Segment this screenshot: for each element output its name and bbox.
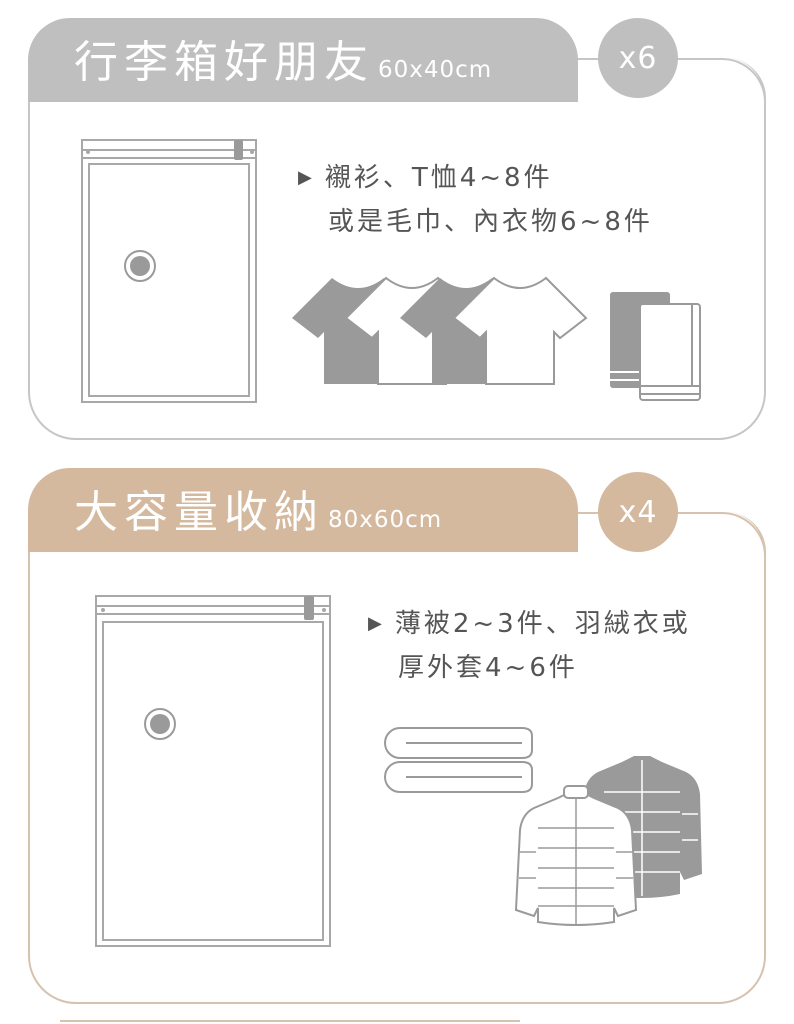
description-line-1: 襯衫、T恤4~8件	[324, 163, 553, 193]
towel-icon	[610, 292, 701, 401]
folded-blanket-icon	[384, 727, 533, 793]
next-section-divider	[60, 1020, 520, 1022]
description-line-1: 薄被2~3件、羽絨衣或	[394, 609, 691, 639]
t-shirt-icon	[292, 276, 588, 385]
quantity-badge: x6	[598, 18, 678, 98]
description-line-2: 厚外套4~6件	[398, 653, 578, 683]
down-jacket-icon	[514, 756, 702, 926]
capacity-description: ▶ 薄被2~3件、羽絨衣或 厚外套4~6件	[368, 602, 691, 690]
description-line-2: 或是毛巾、內衣物6~8件	[328, 207, 653, 237]
title-text: 大容量收納	[74, 487, 324, 538]
vacuum-bag-icon	[81, 139, 257, 403]
triangle-bullet-icon: ▶	[368, 613, 385, 634]
capacity-description: ▶ 襯衫、T恤4~8件 或是毛巾、內衣物6~8件	[298, 156, 653, 244]
quantity-badge: x4	[598, 472, 678, 552]
title-text: 行李箱好朋友	[74, 37, 374, 88]
vacuum-bag-icon	[95, 595, 331, 947]
bag-size: 80x60cm	[328, 507, 443, 533]
bag-size: 60x40cm	[378, 57, 493, 83]
triangle-bullet-icon: ▶	[298, 167, 315, 188]
